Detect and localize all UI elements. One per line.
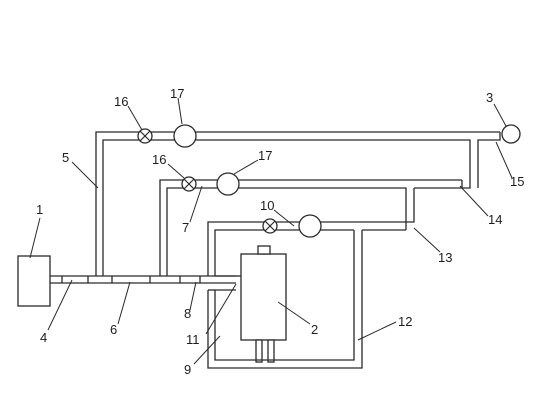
pipe-top-header-lower: [477, 132, 501, 188]
gauge-10: [298, 214, 322, 238]
label-5: 5: [62, 150, 69, 165]
pipe-7-inner: [166, 187, 407, 276]
label-17-top: 17: [170, 86, 184, 101]
leader-2: [277, 301, 311, 325]
pipe-12-outer: [207, 230, 363, 369]
component-2-vessel: [240, 253, 287, 341]
gauge-17-middle: [216, 172, 240, 196]
leader-17a: [177, 97, 183, 125]
label-15: 15: [510, 174, 524, 189]
valve-16-top-cross-b: [139, 130, 151, 142]
leader-16a: [127, 105, 143, 131]
leader-15: [495, 141, 513, 179]
pipe-14: [414, 180, 463, 189]
label-11: 11: [186, 332, 200, 347]
label-13: 13: [438, 250, 452, 265]
label-9: 9: [184, 362, 191, 377]
pipe-12-inner: [214, 230, 355, 361]
label-17-middle: 17: [258, 148, 272, 163]
pipe-5-inner: [102, 139, 471, 276]
label-3: 3: [486, 90, 493, 105]
component-1-box: [17, 255, 51, 307]
label-10: 10: [260, 198, 274, 213]
vessel-bottom-leg-right: [267, 339, 275, 363]
label-8: 8: [184, 306, 191, 321]
label-1: 1: [36, 202, 43, 217]
label-14: 14: [488, 212, 502, 227]
vessel-bottom-leg-left: [255, 339, 263, 363]
leader-13: [413, 227, 441, 253]
label-6: 6: [110, 322, 117, 337]
pipe-7-outer: [159, 179, 462, 276]
leader-3: [493, 103, 507, 127]
leader-17b: [233, 159, 259, 175]
label-4: 4: [40, 330, 47, 345]
gauge-17-top: [173, 124, 197, 148]
leader-8: [189, 281, 197, 311]
valve-10-cross-b: [264, 220, 276, 232]
vessel-top-cap: [257, 245, 271, 255]
leader-9: [193, 335, 221, 365]
leader-4: [47, 279, 73, 331]
pipe-5-outer: [95, 131, 500, 276]
leader-10: [273, 209, 295, 227]
pipe-13: [406, 188, 415, 223]
leader-6: [117, 281, 131, 325]
pipe-10-outer: [207, 221, 406, 276]
valve-16-middle-cross-b: [183, 178, 195, 190]
label-12: 12: [398, 314, 412, 329]
label-16-top: 16: [114, 94, 128, 109]
leader-16b: [167, 163, 185, 179]
leader-5: [71, 161, 99, 189]
component-3-fitting: [501, 124, 521, 144]
leader-12: [357, 321, 397, 341]
leader-1: [29, 217, 41, 259]
label-7: 7: [182, 220, 189, 235]
leader-7: [189, 185, 203, 223]
leader-11: [205, 283, 237, 335]
leader-14: [459, 185, 489, 217]
label-16-middle: 16: [152, 152, 166, 167]
label-2: 2: [311, 322, 318, 337]
